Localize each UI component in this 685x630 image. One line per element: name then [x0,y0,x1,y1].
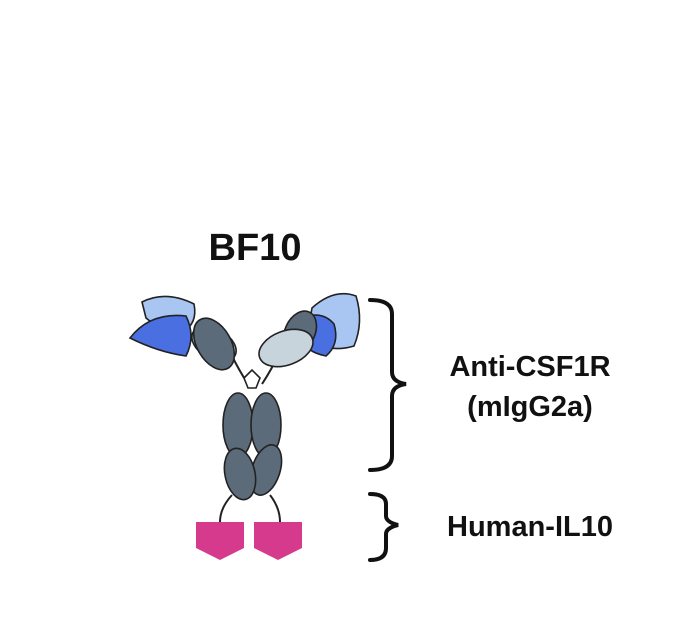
heavy-chain-ch1-left [192,317,236,371]
il10-pentagon-right [254,522,302,560]
construct-title: BF10 [209,227,302,269]
il10-bracket [368,492,399,562]
il10-pentagon-icon [196,522,302,560]
fab-left [128,295,237,371]
heavy-chain-ch2-left [222,392,254,458]
il10-linker-right [269,494,281,523]
hinge-joint [243,368,261,389]
il10-pentagon-left [196,522,244,560]
light-chain-constant-right [258,328,314,368]
antibody-label-line1: Anti-CSF1R [449,351,610,383]
antibody-icon [128,292,361,523]
heavy-chain-ch3-left [223,447,257,501]
cytokine-label: Human-IL10 [447,511,613,543]
antibody-label-line2: (mIgG2a) [467,391,593,423]
fab-right [258,292,361,368]
fc-region [222,392,283,501]
variable-domain-dark-left [128,314,192,357]
il10-linker-left [219,494,233,523]
antibody-bracket [368,298,407,472]
